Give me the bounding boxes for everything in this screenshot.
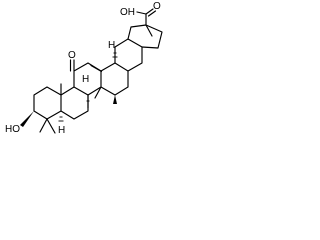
stereo-hydrogens: H H H [58, 40, 118, 136]
ring-e [114, 24, 163, 72]
hash-h9 [86, 100, 90, 102]
hash-h18 [112, 52, 118, 58]
h9-label: H [82, 74, 89, 85]
hydroxyl-label: HO [5, 124, 20, 135]
ring-c [73, 62, 103, 96]
h18-label: H [108, 40, 115, 51]
carboxylic-acid-group: OH O [120, 1, 161, 37]
h5-label: H [58, 125, 65, 136]
gem-dimethyl-c4 [39, 118, 56, 134]
carboxyl-oh-label: OH [120, 7, 135, 18]
methyl-c17-wedge [113, 95, 117, 104]
angular-methyls [60, 83, 117, 109]
ring-a [33, 86, 62, 120]
hydroxyl-group: HO [5, 111, 34, 135]
ring-b [60, 86, 89, 120]
ring-e-upper [127, 24, 163, 49]
methyl-c14 [94, 86, 102, 99]
methyl-c20 [145, 24, 153, 37]
carboxyl-oxygen-label: O [153, 1, 161, 12]
double-bond-c12 [90, 64, 103, 73]
hash-h5 [58, 116, 64, 122]
chemical-structure-diagram: O OH O HO H [5, 1, 163, 136]
ring-d [100, 62, 129, 96]
ketone-group: O [68, 50, 76, 72]
ketone-oxygen-label: O [68, 50, 76, 61]
